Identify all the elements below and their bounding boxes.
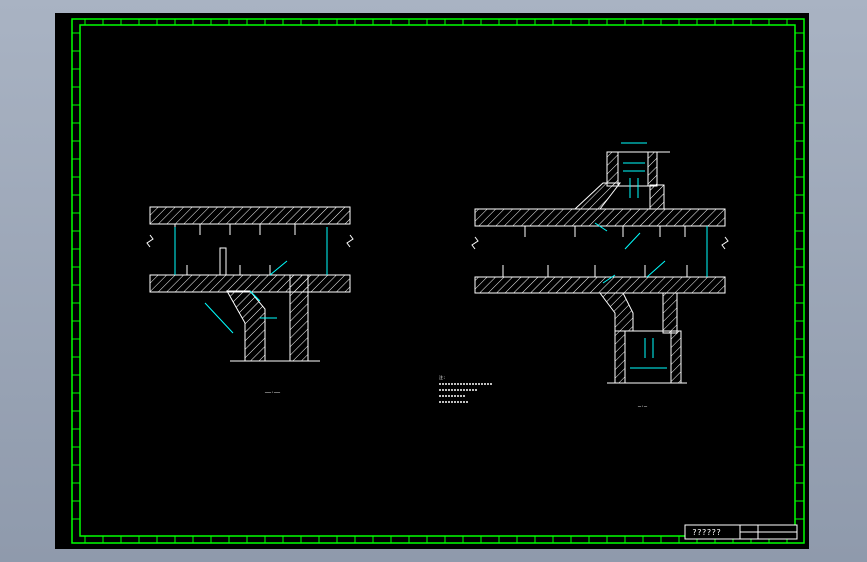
- cad-drawing: ──·──: [71, 18, 805, 544]
- right-section-caption: ─·─: [637, 404, 648, 410]
- left-section-caption: ──·──: [264, 390, 281, 396]
- cad-viewport[interactable]: ──·──: [55, 13, 809, 549]
- left-section-dimensions: [174, 227, 328, 334]
- notes-heading: 注:: [439, 374, 445, 380]
- right-section-dimensions: [594, 142, 708, 369]
- notes-block: 注:: [439, 374, 493, 403]
- right-section-drawing: [471, 151, 729, 384]
- drawing-frame: [71, 18, 805, 544]
- title-block-name: ??????: [692, 528, 721, 537]
- title-block: ??????: [684, 524, 798, 540]
- left-section-drawing: [146, 206, 354, 362]
